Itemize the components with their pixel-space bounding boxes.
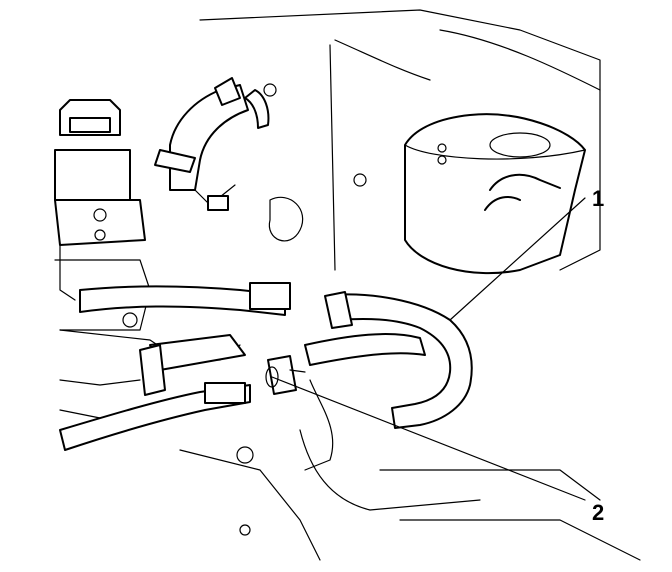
firewall-panel [199,9,601,271]
callout-leader-1 [449,197,586,321]
radiator-support [179,379,641,561]
callout-leader-2 [271,376,586,501]
heater-hose-lower [59,282,291,451]
callout-label-1: 1 [592,186,604,211]
engine-block [54,259,246,421]
callout-label-2: 2 [592,500,604,525]
upper-hose [154,77,270,211]
heater-hose-upper [304,291,473,429]
coolant-reservoir [404,113,586,275]
egr-valve [54,99,146,301]
heater-hose-clamp [265,355,306,395]
